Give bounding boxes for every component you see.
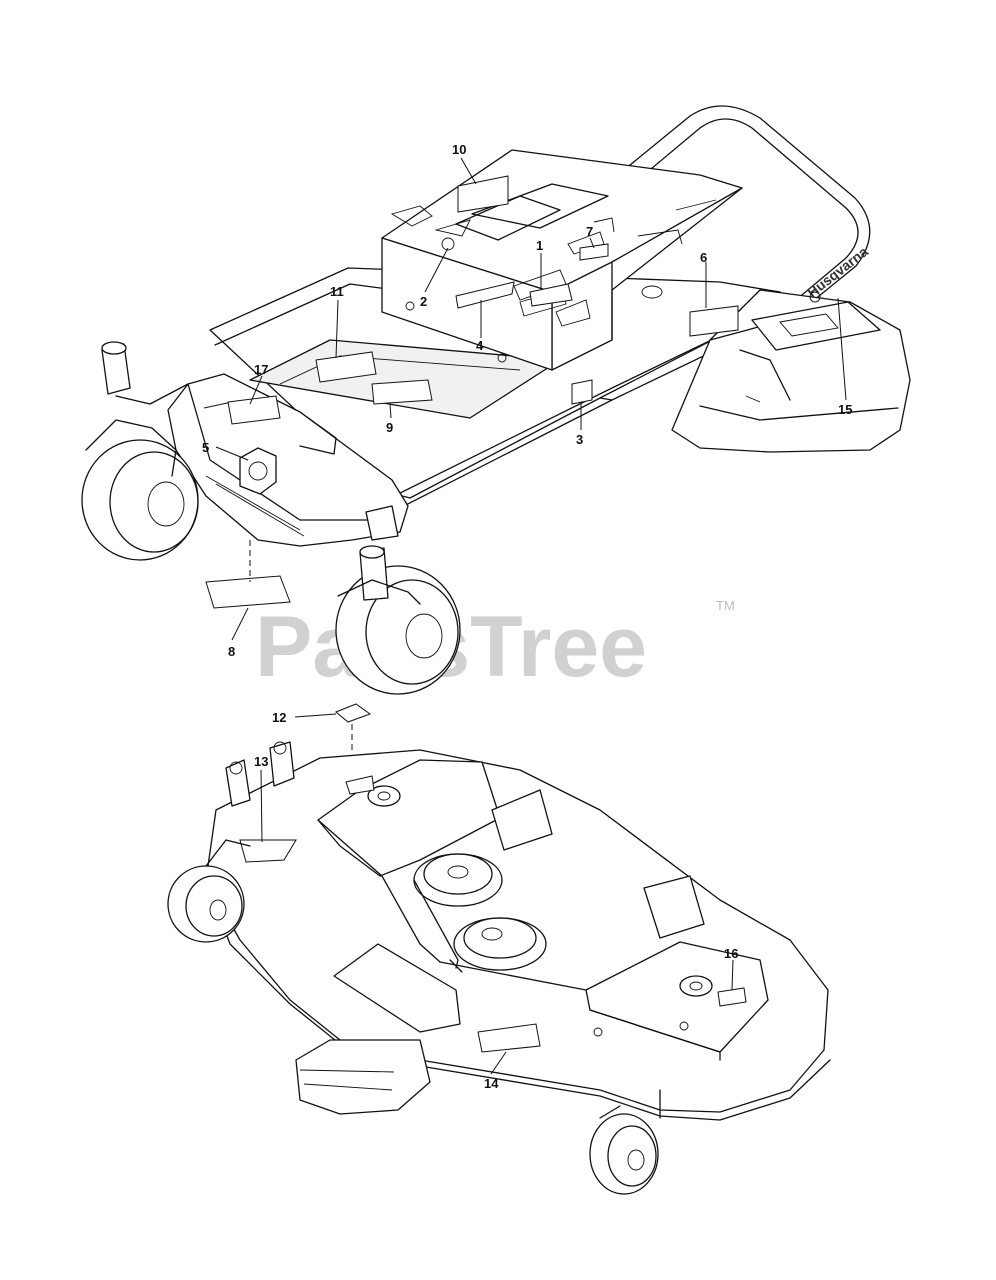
decal-16	[717, 987, 747, 1007]
callout-7: 7	[586, 224, 593, 239]
callout-9: 9	[386, 420, 393, 435]
callouts: 1 2 3 4 5 6 7 8 9 10 11 12 13 14 15 16 1…	[202, 142, 852, 1091]
decal-1	[529, 283, 573, 307]
callout-16: 16	[724, 946, 738, 961]
callout-17: 17	[254, 362, 268, 377]
decal-11	[315, 351, 377, 383]
callout-14: 14	[484, 1076, 499, 1091]
callout-13: 13	[254, 754, 268, 769]
callout-1: 1	[536, 238, 543, 253]
watermark-tm: TM	[716, 598, 735, 613]
decal-10	[457, 175, 509, 213]
decal-17	[227, 395, 281, 425]
callout-4: 4	[476, 338, 484, 353]
leader-lines	[215, 157, 847, 1075]
callout-15: 15	[838, 402, 852, 417]
callout-6: 6	[700, 250, 707, 265]
decal-8	[205, 575, 291, 609]
callout-11: 11	[330, 284, 344, 299]
callout-8: 8	[228, 644, 235, 659]
decal-3	[571, 379, 593, 405]
callout-10: 10	[452, 142, 466, 157]
callout-5: 5	[202, 440, 209, 455]
decal-6	[689, 305, 739, 337]
decal-13	[239, 839, 297, 863]
decal-12	[335, 703, 372, 723]
watermark: PartsTree TM	[255, 598, 735, 695]
callout-12: 12	[272, 710, 286, 725]
callout-3: 3	[576, 432, 583, 447]
mower-deck	[167, 741, 831, 1195]
callout-2: 2	[420, 294, 427, 309]
decal-4	[455, 281, 515, 309]
mower-chassis: Husqvarna	[81, 105, 911, 695]
decal-9	[371, 379, 433, 405]
decal-14	[477, 1023, 541, 1053]
decal-7	[579, 243, 609, 261]
